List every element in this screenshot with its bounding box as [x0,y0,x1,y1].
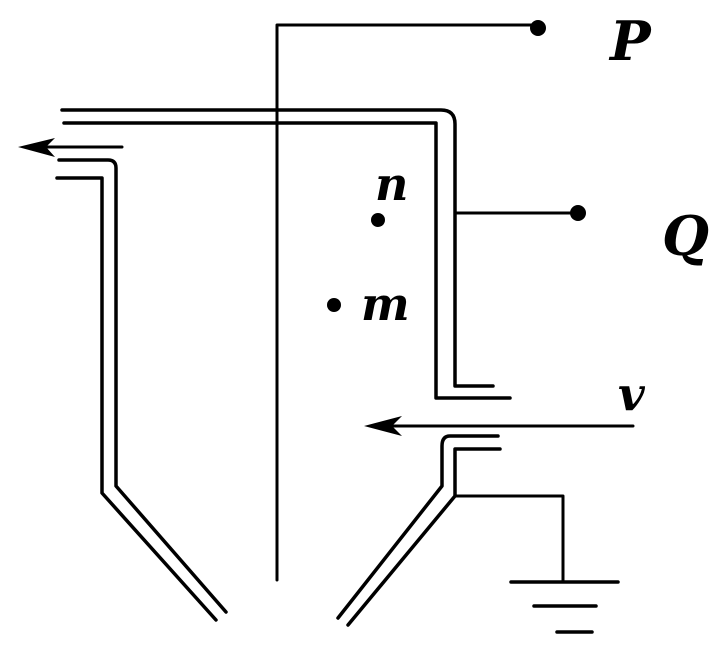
outer-shell-top-right [60,108,512,400]
label-v: v [618,367,646,421]
inlet-arrow [364,416,635,436]
outer-shell-bottom-right [336,434,502,627]
ground-connection [453,494,620,634]
arrowhead-left-icon [364,416,402,436]
central-electrode [275,20,546,582]
terminal-q-dot [570,205,586,221]
label-n: n [375,157,408,211]
outlet-arrow [18,138,124,157]
label-m: m [361,277,410,331]
terminal-p-dot [530,20,546,36]
shell-to-q [453,205,586,221]
label-p: P [608,9,652,73]
label-q: Q [662,204,709,268]
point-m-dot [327,298,341,312]
arrowhead-left-icon [18,138,55,157]
outer-shell-left [55,158,228,622]
point-n-dot [371,213,385,227]
